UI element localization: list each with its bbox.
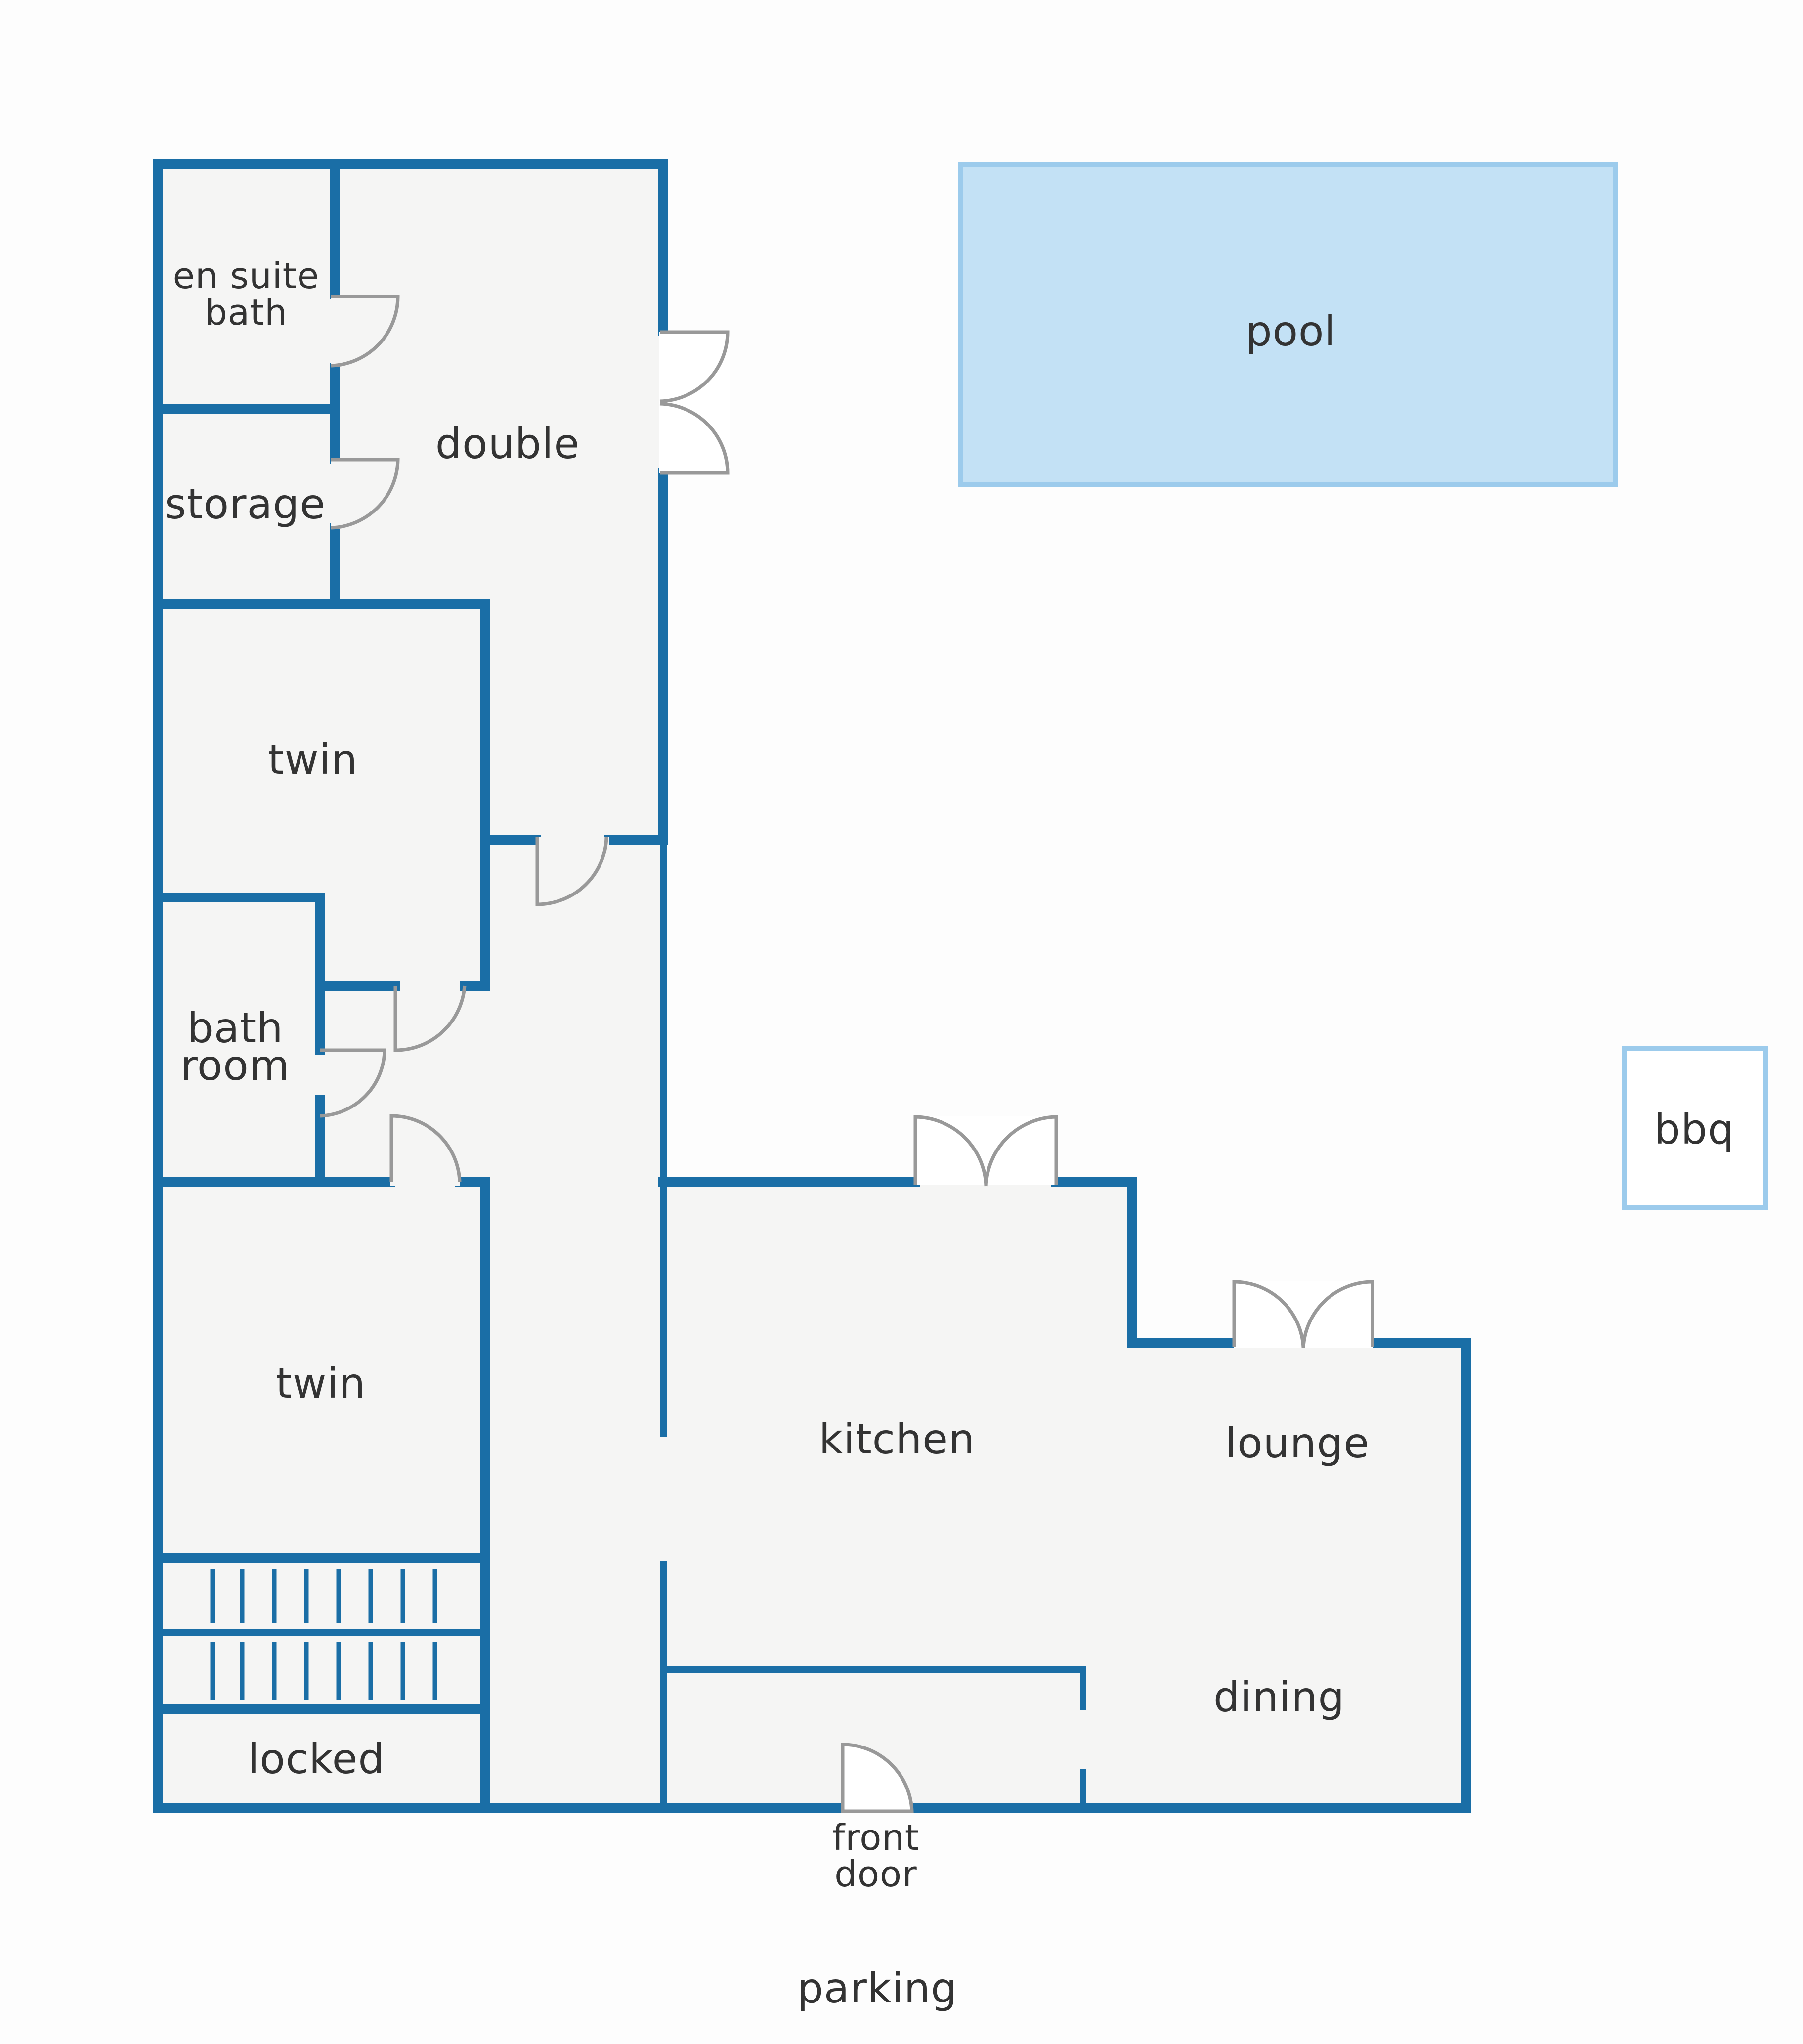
room-label-locked: locked <box>248 1735 385 1783</box>
french-door-icon <box>659 330 730 475</box>
room-label-twin-upper: twin <box>267 735 358 784</box>
room-label-double: double <box>435 420 580 468</box>
door-icon <box>331 295 400 368</box>
front-door-icon <box>841 1743 914 1813</box>
room-label-kitchen: kitchen <box>818 1415 976 1463</box>
bbq-area <box>1622 1046 1768 1210</box>
double-door-icon <box>1232 1280 1374 1348</box>
door-icon <box>393 985 467 1052</box>
front-door-label: front door <box>832 1817 920 1895</box>
door-icon <box>535 836 609 906</box>
door-icon <box>320 1048 386 1118</box>
room-label-twin-lower: twin <box>275 1359 366 1407</box>
room-label-bath-room: bath room <box>180 1004 290 1090</box>
parking-label: parking <box>797 1964 958 2012</box>
floors <box>158 164 1466 1808</box>
room-label-lounge: lounge <box>1225 1419 1370 1467</box>
double-door-icon <box>913 1115 1058 1187</box>
doors <box>320 295 1374 1813</box>
room-label-en-suite-bath: en suite bath <box>172 255 320 333</box>
walls <box>153 159 1471 1813</box>
door-icon <box>331 458 400 530</box>
bbq-label: bbq <box>1654 1105 1735 1153</box>
room-label-storage: storage <box>164 480 326 528</box>
pool-label: pool <box>1245 307 1336 355</box>
staircase <box>210 1569 437 1700</box>
door-icon <box>389 1114 462 1186</box>
room-label-dining: dining <box>1213 1673 1345 1721</box>
pool-area <box>958 162 1618 487</box>
